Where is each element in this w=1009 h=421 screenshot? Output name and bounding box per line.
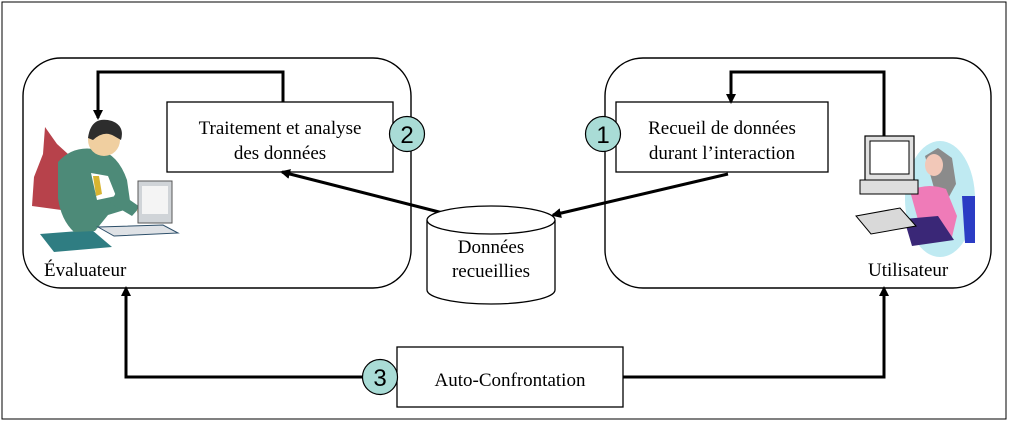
collection-box-line2: durant l’interaction bbox=[649, 143, 796, 164]
arrow-collection-to-datastore bbox=[551, 172, 729, 219]
person-at-computer-icon bbox=[32, 119, 180, 252]
arrow-confrontation-to-user bbox=[623, 286, 889, 379]
processing-box-line2: des données bbox=[234, 143, 326, 164]
step-badge-2: 2 bbox=[388, 115, 426, 153]
collection-box: Recueil de données durant l’interaction bbox=[615, 101, 829, 173]
arrow-confrontation-to-evaluator bbox=[121, 286, 362, 379]
processing-box: Traitement et analyse des données bbox=[166, 101, 394, 173]
self-confrontation-label: Auto-Confrontation bbox=[435, 370, 586, 391]
step-badge-3-text: 3 bbox=[373, 365, 386, 392]
arrow-datastore-to-processing bbox=[280, 169, 448, 216]
self-confrontation-box: Auto-Confrontation bbox=[396, 346, 624, 408]
collection-box-line1: Recueil de données bbox=[648, 118, 796, 139]
evaluator-feedback-loop bbox=[93, 70, 285, 120]
step-badge-2-text: 2 bbox=[400, 122, 413, 149]
datastore-line1: Données bbox=[458, 237, 524, 258]
datastore-cylinder: Données recueillies bbox=[426, 205, 556, 305]
evaluator-label: Évaluateur bbox=[44, 259, 127, 281]
person-at-computer-icon bbox=[855, 135, 975, 257]
processing-box-line1: Traitement et analyse bbox=[199, 118, 362, 139]
user-feedback-loop bbox=[726, 70, 886, 170]
user-label: Utilisateur bbox=[868, 260, 949, 281]
step-badge-1: 1 bbox=[584, 115, 622, 153]
step-badge-3: 3 bbox=[361, 358, 399, 396]
step-badge-1-text: 1 bbox=[596, 122, 609, 149]
datastore-line2: recueillies bbox=[452, 261, 530, 282]
